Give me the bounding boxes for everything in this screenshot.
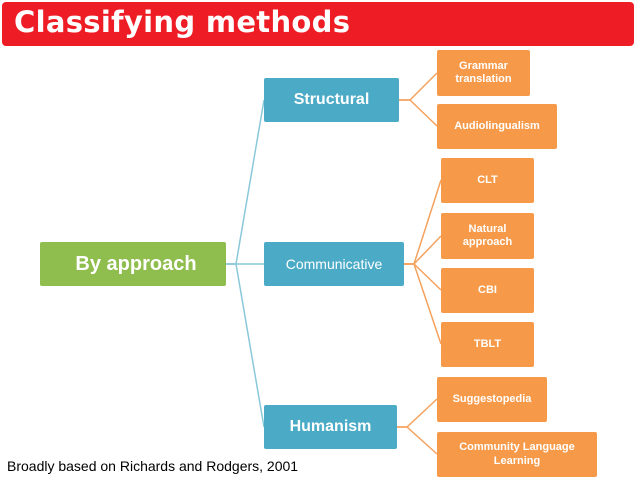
branch-node-communicative: Communicative	[264, 242, 404, 286]
leaf-node-suggestopedia: Suggestopedia	[437, 377, 547, 422]
connector-structural-grammar	[399, 72, 438, 101]
leaf-label-tblt: TBLT	[473, 337, 502, 350]
leaf-label-natural-approach: Natural approach	[462, 222, 513, 248]
leaf-node-community-language-learning: Community Language Learning	[437, 432, 597, 477]
branch-label-structural: Structural	[293, 91, 370, 109]
branch-label-humanism: Humanism	[289, 418, 372, 436]
leaf-label-clt: CLT	[477, 173, 498, 186]
connector-humanism-sugg	[397, 398, 438, 428]
branch-node-structural: Structural	[264, 78, 399, 122]
connector-comm-clt	[404, 179, 442, 265]
leaf-node-tblt: TBLT	[441, 322, 534, 367]
leaf-node-clt: CLT	[441, 158, 534, 203]
branch-label-communicative: Communicative	[285, 255, 383, 272]
slide-title: Classifying methods	[14, 5, 351, 39]
connector-structural-audio	[399, 99, 438, 127]
leaf-label-cbi: CBI	[478, 283, 497, 296]
leaf-node-natural-approach: Natural approach	[441, 213, 534, 259]
leaf-label-suggestopedia: Suggestopedia	[452, 392, 532, 405]
branch-node-humanism: Humanism	[264, 405, 397, 449]
connector-comm-tblt	[404, 263, 442, 345]
root-label: By approach	[75, 253, 197, 275]
leaf-node-grammar-translation: Grammar translation	[437, 50, 530, 96]
leaf-label-community-language-learning: Community Language Learning	[459, 441, 575, 467]
connector-comm-natural	[404, 235, 442, 265]
leaf-label-grammar-translation: Grammar translation	[455, 59, 512, 85]
root-node-by-approach: By approach	[40, 242, 226, 286]
title-bar: Classifying methods	[2, 2, 634, 46]
leaf-label-audiolingualism: Audiolingualism	[454, 119, 540, 132]
source-footnote: Broadly based on Richards and Rodgers, 2…	[7, 458, 299, 474]
leaf-node-cbi: CBI	[441, 268, 534, 313]
leaf-node-audiolingualism: Audiolingualism	[437, 104, 557, 149]
connector-humanism-cll	[397, 426, 438, 455]
connector-root-structural	[226, 99, 265, 265]
connector-comm-cbi	[404, 263, 442, 291]
connector-root-humanism	[226, 263, 265, 428]
